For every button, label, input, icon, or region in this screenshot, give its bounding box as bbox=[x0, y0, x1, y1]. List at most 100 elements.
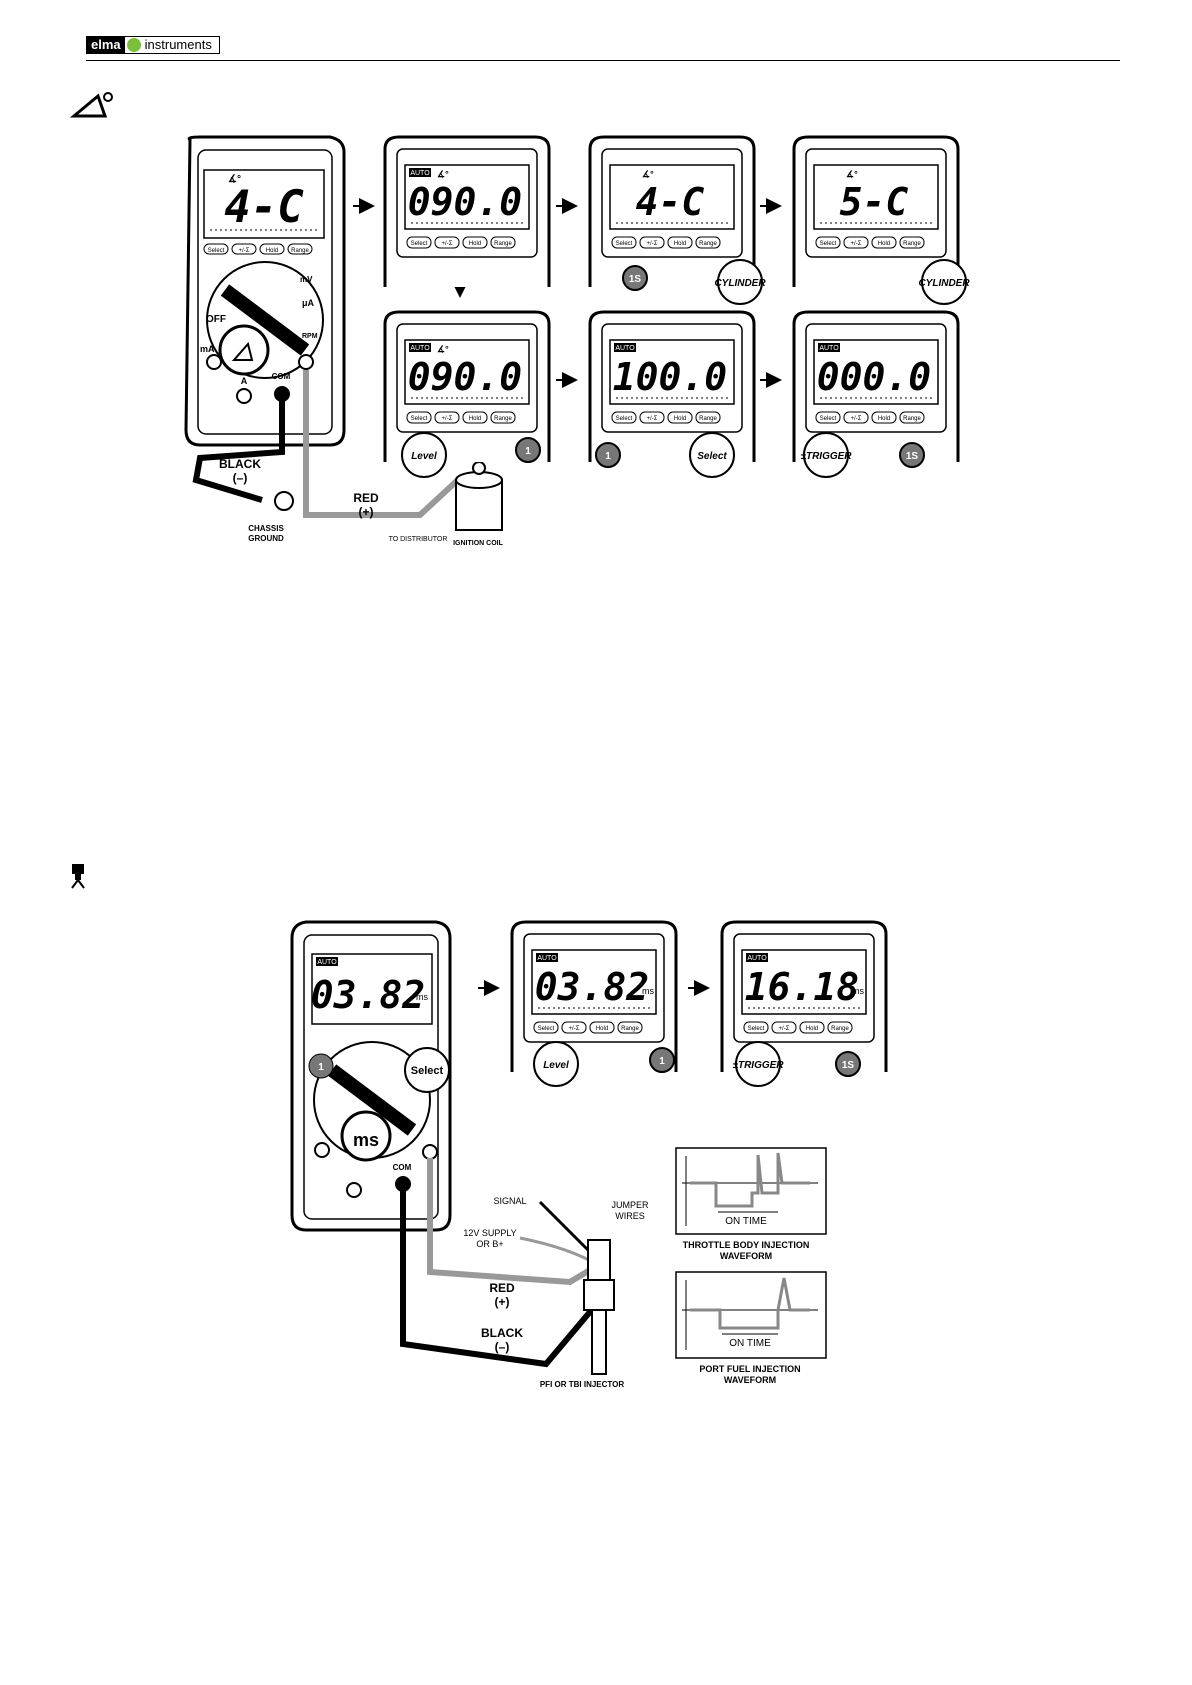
hold-button-label: Hold bbox=[878, 416, 890, 422]
cylinder-button-label: +/-Σ bbox=[851, 416, 862, 422]
hold-button[interactable]: Hold bbox=[266, 248, 278, 254]
select-button bbox=[406, 236, 432, 249]
range-button bbox=[490, 411, 516, 424]
select-button-label: Select bbox=[616, 241, 633, 247]
black-lead-sign-2: (–) bbox=[495, 1340, 510, 1354]
cylinder-button bbox=[843, 411, 869, 424]
main-multimeter: 4-C ∡° Select +/-Σ Hold Range OFF mA μA … bbox=[184, 135, 346, 447]
level-callout-circle bbox=[401, 432, 447, 478]
hold-button bbox=[589, 1021, 615, 1034]
waveform-title-1: THROTTLE BODY INJECTION bbox=[683, 1240, 810, 1250]
range-button bbox=[490, 236, 516, 249]
lcd-auto-badge: AUTO bbox=[747, 955, 767, 962]
black-lead-label-2: BLACK bbox=[481, 1326, 523, 1340]
meter-bezel bbox=[601, 148, 743, 258]
dial-rpm-label: RPM bbox=[302, 333, 318, 340]
select-button-label: Select bbox=[616, 416, 633, 422]
cylinder-button bbox=[843, 236, 869, 249]
dial-off-label: OFF bbox=[206, 314, 226, 325]
meter-bezel bbox=[805, 148, 947, 258]
lcd-dwell-icon: ∡° bbox=[437, 169, 449, 179]
trigger-callout-2: ±TRIGGER bbox=[732, 1060, 784, 1071]
range-button-label: Range bbox=[903, 416, 921, 422]
select-button[interactable]: Select bbox=[208, 248, 225, 254]
jumper-label: JUMPER bbox=[611, 1200, 649, 1210]
meter-bezel bbox=[805, 323, 947, 433]
cylinder-button[interactable]: +/-Σ bbox=[239, 248, 250, 254]
cylinder-callout: CYLINDER bbox=[714, 278, 766, 289]
port-fuel-waveform: ON TIME PORT FUEL INJECTION WAVEFORM bbox=[675, 1271, 827, 1385]
range-button-label: Range bbox=[621, 1026, 639, 1032]
hold-button-label: Hold bbox=[878, 241, 890, 247]
throttle-body-waveform: ON TIME THROTTLE BODY INJECTION WAVEFORM bbox=[675, 1147, 827, 1261]
on-time-label-1: ON TIME bbox=[725, 1216, 767, 1227]
cylinder-callout-circle bbox=[717, 259, 763, 305]
lcd-unit: ms bbox=[852, 986, 864, 996]
cylinder-callout-2-circle bbox=[921, 259, 967, 305]
hold-button-label: Hold bbox=[806, 1026, 818, 1032]
select-button bbox=[611, 411, 637, 424]
lcd-value: 100.0 bbox=[613, 355, 727, 399]
trigger-callout-2-circle bbox=[735, 1041, 781, 1087]
select-button-label: Select bbox=[748, 1026, 765, 1032]
range-button[interactable]: Range bbox=[291, 248, 309, 254]
select-button bbox=[815, 411, 841, 424]
cylinder-button-label: +/-Σ bbox=[779, 1026, 790, 1032]
wires-label: WIRES bbox=[615, 1211, 645, 1221]
hold-button-label: Hold bbox=[674, 416, 686, 422]
supply-label: 12V SUPPLY bbox=[463, 1228, 516, 1238]
lcd-auto-badge: AUTO bbox=[819, 345, 839, 352]
on-time-label-2: ON TIME bbox=[729, 1338, 771, 1349]
level-callout-2-circle bbox=[533, 1041, 579, 1087]
brand-logo: elma instruments bbox=[86, 36, 220, 54]
range-button bbox=[695, 236, 721, 249]
select-button bbox=[406, 411, 432, 424]
auto-badge-bg bbox=[818, 343, 840, 352]
red-lead-sign: (+) bbox=[359, 505, 374, 519]
dial-mv-label: mV bbox=[300, 275, 313, 284]
select-button bbox=[533, 1021, 559, 1034]
cylinder-button bbox=[561, 1021, 587, 1034]
press-1s-callout-2-circle bbox=[899, 442, 925, 468]
cylinder-button-label: +/-Σ bbox=[442, 241, 453, 247]
main-lcd-value: 4-C bbox=[224, 182, 304, 233]
hold-button-label: Hold bbox=[469, 241, 481, 247]
cylinder-button bbox=[434, 411, 460, 424]
lcd-auto-badge: AUTO bbox=[317, 959, 337, 966]
trigger-callout: ±TRIGGER bbox=[800, 451, 852, 462]
hold-button bbox=[462, 236, 488, 249]
select-button-label: Select bbox=[820, 241, 837, 247]
lcd-dwell-icon: ∡° bbox=[228, 174, 241, 185]
select-button-label: Select bbox=[411, 241, 428, 247]
range-button bbox=[695, 411, 721, 424]
lcd-unit: ms bbox=[642, 986, 654, 996]
lcd-value: 090.0 bbox=[408, 180, 522, 224]
dial-ma-label: mA bbox=[200, 344, 215, 354]
hold-button-label: Hold bbox=[469, 416, 481, 422]
logo-text-elma: elma bbox=[87, 37, 125, 53]
lcd-value: 000.0 bbox=[817, 355, 931, 399]
lcd-screen bbox=[813, 164, 939, 230]
test-leads-2: SIGNAL JUMPER WIRES 12V SUPPLY OR B+ RED… bbox=[400, 1158, 649, 1389]
auto-badge-bg bbox=[614, 343, 636, 352]
hold-button bbox=[667, 236, 693, 249]
hold-button bbox=[799, 1021, 825, 1034]
press-1s-callout: 1S bbox=[629, 274, 642, 285]
test-leads-1: BLACK (–) CHASSIS GROUND RED (+) TO DIST… bbox=[192, 370, 504, 547]
press-1-callout-3-circle bbox=[649, 1047, 675, 1073]
cylinder-button-label: +/-Σ bbox=[569, 1026, 580, 1032]
range-button-label: Range bbox=[699, 416, 717, 422]
meter-bezel bbox=[523, 933, 665, 1043]
auto-badge-bg bbox=[409, 168, 431, 177]
red-lead-sign-2: (+) bbox=[495, 1295, 510, 1309]
injector-label: PFI OR TBI INJECTOR bbox=[540, 1380, 625, 1389]
waveform-subtitle-1: WAVEFORM bbox=[720, 1251, 772, 1261]
header-divider bbox=[86, 60, 1120, 61]
lcd-unit: ms bbox=[416, 992, 428, 1002]
jack-a-label: A bbox=[241, 376, 248, 386]
lcd-auto-badge: AUTO bbox=[615, 345, 635, 352]
lcd-dwell-icon: ∡° bbox=[846, 169, 858, 179]
level-callout-2: Level bbox=[543, 1060, 569, 1071]
dial-ua-label: μA bbox=[302, 298, 315, 308]
